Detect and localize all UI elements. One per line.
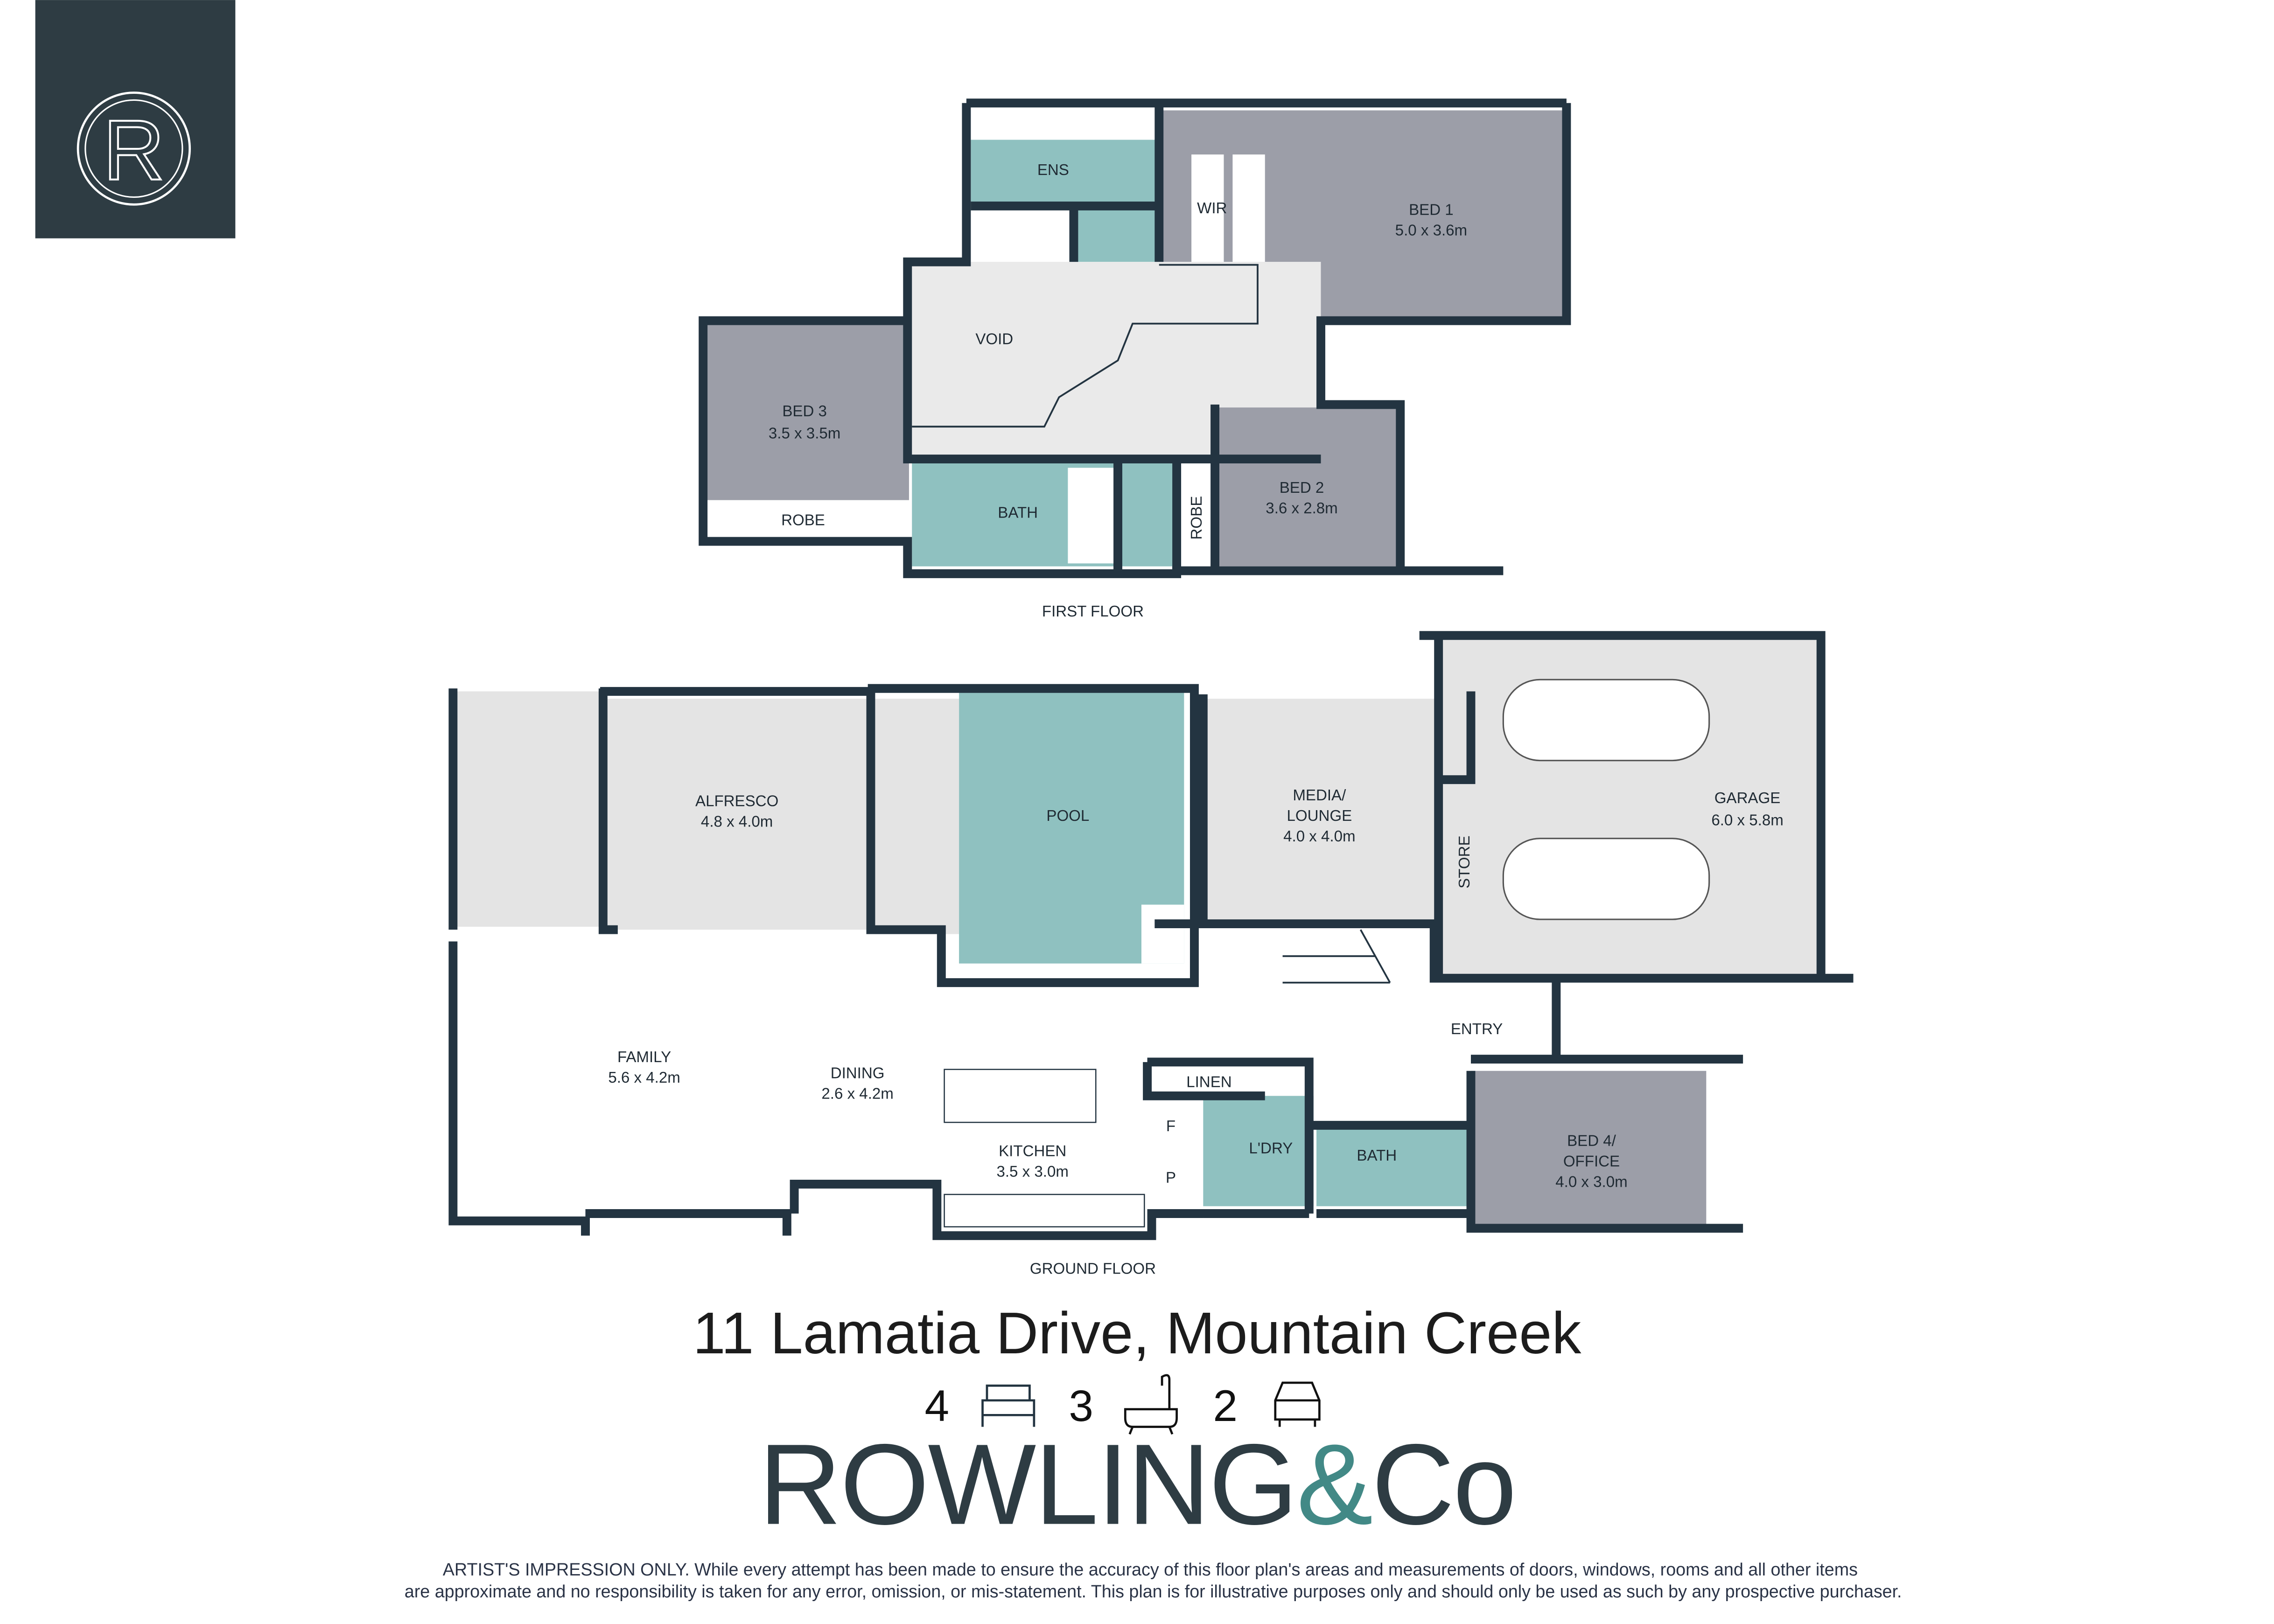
room-size-media: 4.0 x 4.0m: [1283, 828, 1355, 845]
logo-letter: R: [103, 103, 165, 198]
room-size-bed1: 5.0 x 3.6m: [1395, 222, 1467, 239]
car-icon-bottom: [1502, 838, 1710, 920]
brand-logo-badge: R: [35, 0, 236, 238]
room-label-kitchen: KITCHEN: [999, 1143, 1066, 1160]
room-size-bed4: 4.0 x 3.0m: [1555, 1174, 1627, 1191]
room-label-fridge: F: [1166, 1118, 1175, 1135]
car-count: 2: [1213, 1381, 1238, 1431]
room-size-bed3: 3.5 x 3.5m: [769, 425, 840, 442]
room-label-garage: GARAGE: [1714, 790, 1781, 807]
room-label-linen: LINEN: [1186, 1073, 1231, 1091]
ground-floor-label: GROUND FLOOR: [1030, 1260, 1156, 1278]
room-size-alfresco: 4.8 x 4.0m: [701, 813, 773, 831]
first-floor-label: FIRST FLOOR: [1042, 603, 1144, 620]
car-icon: [1274, 1381, 1321, 1427]
room-label-bed2: BED 2: [1280, 479, 1324, 497]
first-floor-plan: [699, 98, 1571, 578]
room-label-bed3: BED 3: [782, 403, 827, 420]
room-label-wir: WIR: [1197, 200, 1227, 217]
room-label-bed4-1: BED 4/: [1567, 1133, 1616, 1150]
room-label-media-1: MEDIA/: [1293, 787, 1346, 804]
car-icon-top: [1502, 679, 1710, 762]
room-size-family: 5.6 x 4.2m: [608, 1069, 680, 1086]
room-label-store: STORE: [1456, 835, 1473, 888]
room-label-pool: POOL: [1046, 807, 1089, 825]
room-label-bath-ground: BATH: [1357, 1147, 1397, 1164]
room-label-robe-bed3: ROBE: [781, 511, 825, 529]
property-address: 11 Lamatia Drive, Mountain Creek: [693, 1300, 1582, 1366]
room-size-dining: 2.6 x 4.2m: [821, 1085, 893, 1103]
brand-main: ROWLING: [759, 1421, 1297, 1549]
brand-ampersand: &: [1296, 1421, 1371, 1549]
room-label-bed1: BED 1: [1409, 201, 1454, 218]
room-label-laundry: L'DRY: [1249, 1140, 1293, 1157]
room-size-kitchen: 3.5 x 3.0m: [996, 1163, 1068, 1181]
room-label-robe-bed2: ROBE: [1188, 496, 1205, 540]
bath-icon: [1124, 1374, 1178, 1435]
brand-wordmark: ROWLING&Co: [759, 1421, 1517, 1549]
bed-icon: [981, 1384, 1036, 1427]
bath-count: 3: [1069, 1381, 1093, 1431]
room-label-family: FAMILY: [617, 1049, 671, 1066]
room-label-pantry: P: [1166, 1169, 1176, 1186]
room-label-bath-first: BATH: [998, 504, 1038, 522]
room-label-entry: ENTRY: [1451, 1021, 1503, 1038]
room-size-garage: 6.0 x 5.8m: [1711, 812, 1783, 829]
room-label-alfresco: ALFRESCO: [695, 792, 778, 810]
disclaimer-line-1: ARTIST'S IMPRESSION ONLY. While every at…: [443, 1560, 1858, 1580]
disclaimer-line-2: are approximate and no responsibility is…: [405, 1582, 1902, 1602]
room-label-dining: DINING: [831, 1065, 885, 1082]
room-label-ens: ENS: [1037, 161, 1069, 179]
brand-co: Co: [1371, 1421, 1515, 1549]
room-label-void: VOID: [975, 331, 1013, 348]
room-size-bed2: 3.6 x 2.8m: [1266, 500, 1337, 517]
room-label-bed4-2: OFFICE: [1563, 1153, 1620, 1170]
room-label-media-2: LOUNGE: [1287, 807, 1352, 825]
bed-count: 4: [925, 1381, 950, 1431]
svg-text:ROWLING&Co: ROWLING&Co: [759, 1421, 1515, 1549]
ground-floor-plan: [448, 631, 1854, 1240]
